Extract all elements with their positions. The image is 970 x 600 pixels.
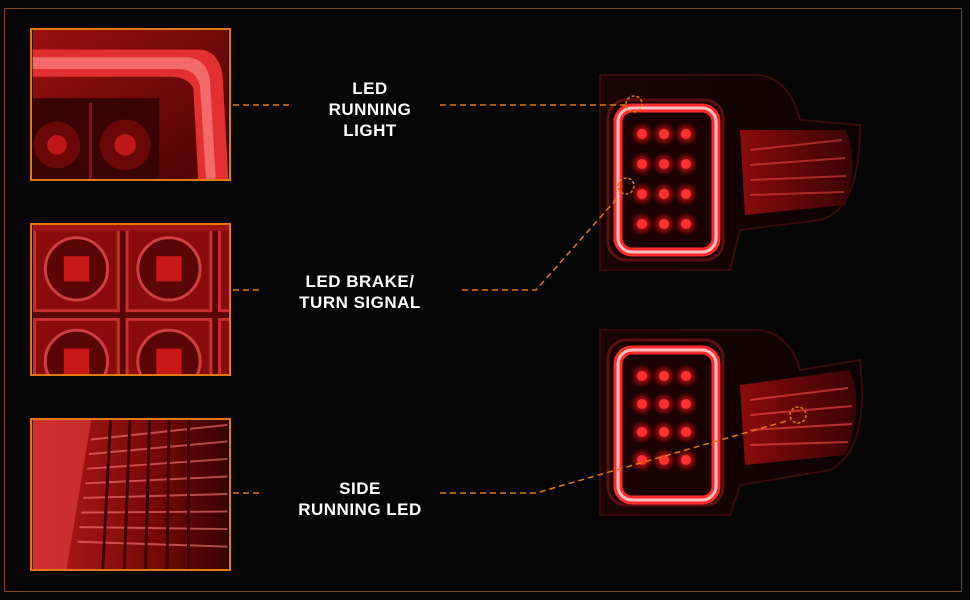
led-dot xyxy=(681,399,691,409)
led-dot xyxy=(681,371,691,381)
led-dot xyxy=(659,159,669,169)
led-dot xyxy=(659,219,669,229)
upper-tail-light xyxy=(599,74,862,271)
running-light-closeup xyxy=(30,28,231,181)
led-dot xyxy=(659,189,669,199)
callout-line: LED xyxy=(352,79,388,98)
lower-tail-light xyxy=(599,329,863,516)
led-dot xyxy=(659,129,669,139)
led-dot xyxy=(681,159,691,169)
led-dot xyxy=(659,455,669,465)
callout-line: SIDE xyxy=(339,479,381,498)
led-dot xyxy=(637,129,647,139)
led-dot xyxy=(681,427,691,437)
brake-led-array-closeup xyxy=(30,223,231,376)
led-dot xyxy=(637,189,647,199)
callout-line: LIGHT xyxy=(343,121,397,140)
led-dot xyxy=(681,129,691,139)
led-dot xyxy=(681,455,691,465)
led-dot xyxy=(681,189,691,199)
led-dot xyxy=(637,159,647,169)
led-dot xyxy=(681,219,691,229)
led-dot xyxy=(637,455,647,465)
callout-line: RUNNING xyxy=(328,100,412,119)
callout-line: LED BRAKE/ xyxy=(305,272,415,291)
led-dot xyxy=(637,219,647,229)
led-dot xyxy=(637,427,647,437)
led-dot xyxy=(637,399,647,409)
callout-side-running-led: SIDE RUNNING LED xyxy=(272,478,448,520)
callout-led-running-light: LED RUNNING LIGHT xyxy=(300,78,440,141)
callout-led-brake-turn-signal: LED BRAKE/ TURN SIGNAL xyxy=(272,271,448,313)
led-dot xyxy=(659,399,669,409)
side-running-led-closeup xyxy=(30,418,231,571)
callout-line: RUNNING LED xyxy=(298,500,422,519)
tail-light-product-image xyxy=(560,40,970,580)
led-dot xyxy=(637,371,647,381)
led-dot xyxy=(659,371,669,381)
callout-line: TURN SIGNAL xyxy=(299,293,421,312)
led-dot xyxy=(659,427,669,437)
